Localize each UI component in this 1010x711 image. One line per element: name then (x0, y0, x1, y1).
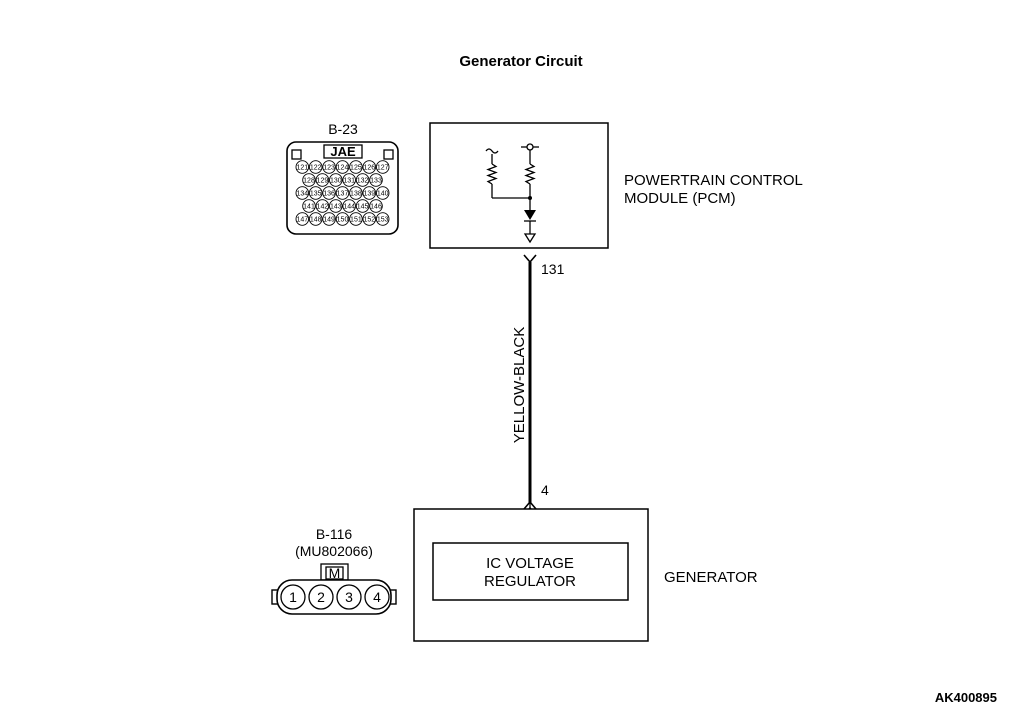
b23-pin-label: 122 (310, 165, 322, 172)
b23-pin-circle (329, 173, 343, 187)
b23-pin-circle (335, 186, 350, 200)
pcm-terminal-number: 131 (541, 261, 565, 277)
b23-pin-label: 147 (296, 217, 308, 224)
b23-pin-label: 130 (330, 178, 342, 185)
b23-pin-label: 125 (350, 165, 362, 172)
b23-pin-label: 143 (330, 204, 342, 211)
b23-pin-circle (355, 199, 370, 213)
generator-terminal-number: 4 (541, 482, 549, 498)
connector-b116-id: B-116 (316, 526, 353, 542)
b23-pin-label: 136 (323, 191, 335, 198)
regulator-label-line1: IC VOLTAGE (486, 555, 574, 572)
b23-pin-label: 137 (337, 191, 349, 198)
pcm-internal-circuit (485, 143, 539, 244)
b116-pin-circle (308, 584, 334, 610)
b23-pin-circle (322, 212, 336, 226)
b23-pin-circle (355, 173, 370, 187)
b23-pin-circle (322, 160, 336, 174)
b23-pin-label: 144 (343, 204, 355, 211)
connector-b23-id: B-23 (328, 121, 358, 137)
b23-pin-circle (335, 212, 350, 226)
connector-b23-maker: JAE (330, 144, 356, 159)
connector-b116: B-116 (MU802066) M 1 2 3 4 (271, 526, 397, 615)
b116-pin-circle (280, 584, 306, 610)
b23-pin-label: 141 (303, 204, 315, 211)
b23-pin-label: 152 (363, 217, 375, 224)
b23-pin-circle (308, 212, 323, 226)
b23-pin-circle (362, 186, 377, 200)
pcm-module: POWERTRAIN CONTROL MODULE (PCM) (429, 122, 803, 249)
b23-pin-label: 148 (310, 217, 322, 224)
b23-pin-circle (295, 212, 310, 226)
b23-pin-label: 139 (363, 191, 375, 198)
b116-pin-circle (364, 584, 390, 610)
generator-label: GENERATOR (664, 569, 758, 586)
b23-pin-circle (315, 173, 330, 187)
ic-voltage-regulator-box (432, 542, 629, 601)
b23-pin-circle (362, 160, 377, 174)
b23-pin-circle (349, 160, 363, 174)
regulator-label-line2: REGULATOR (484, 573, 576, 590)
b23-pin-circle (362, 212, 377, 226)
b23-pin-circle (335, 160, 350, 174)
b23-pin-label: 123 (323, 165, 335, 172)
b23-pin-circle (329, 199, 343, 213)
b23-pin-label: 129 (317, 178, 329, 185)
b23-pin-circle (295, 186, 310, 200)
b23-pin-label: 138 (350, 191, 362, 198)
b23-pin-circle (302, 199, 316, 213)
diagram-title: Generator Circuit (459, 53, 582, 70)
b116-pin-label: 4 (373, 589, 381, 605)
b23-pin-circle (322, 186, 336, 200)
b23-pin-label: 131 (343, 178, 355, 185)
figure-code: AK400895 (935, 690, 997, 705)
b23-pin-label: 133 (370, 178, 382, 185)
b23-pin-circle (315, 199, 330, 213)
b23-pin-circle (375, 160, 390, 174)
b23-pin-label: 153 (377, 217, 389, 224)
b23-pin-label: 134 (296, 191, 308, 198)
b23-pin-circle (349, 212, 363, 226)
b23-pin-label: 140 (377, 191, 389, 198)
connector-b116-pins: 1 2 3 4 (280, 584, 390, 610)
b23-pin-label: 121 (296, 165, 308, 172)
b23-pin-label: 132 (357, 178, 369, 185)
connector-b116-mark: M (329, 565, 341, 581)
b23-pin-circle (342, 199, 356, 213)
connector-b116-part: (MU802066) (295, 543, 373, 559)
b23-pin-circle (342, 173, 356, 187)
b23-pin-circle (349, 186, 363, 200)
b23-pin-circle (375, 212, 390, 226)
pcm-box (429, 122, 609, 249)
b23-pin-label: 146 (370, 204, 382, 211)
b23-pin-label: 127 (377, 165, 389, 172)
b23-pin-circle (302, 173, 316, 187)
b23-pin-label: 135 (310, 191, 322, 198)
b116-pin-label: 2 (317, 589, 325, 605)
pcm-label-line2: MODULE (PCM) (624, 190, 736, 207)
b23-pin-circle (308, 186, 323, 200)
b23-pin-circle (308, 160, 323, 174)
pcm-label-line1: POWERTRAIN CONTROL (624, 172, 803, 189)
b23-pin-circle (295, 160, 310, 174)
b23-pin-circle (369, 173, 383, 187)
b23-pin-label: 145 (357, 204, 369, 211)
b116-pin-label: 1 (289, 589, 297, 605)
b23-pin-label: 142 (317, 204, 329, 211)
b23-pin-circle (375, 186, 390, 200)
b23-pin-label: 149 (323, 217, 335, 224)
b116-pin-circle (336, 584, 362, 610)
b116-pin-label: 3 (345, 589, 353, 605)
b23-pin-label: 128 (303, 178, 315, 185)
b23-pin-label: 124 (337, 165, 349, 172)
b23-pin-circle (369, 199, 383, 213)
b23-pin-label: 150 (337, 217, 349, 224)
b23-pin-label: 151 (350, 217, 362, 224)
wire-color-label: YELLOW-BLACK (511, 327, 528, 443)
generator: IC VOLTAGE REGULATOR GENERATOR (413, 508, 758, 642)
b23-pin-label: 126 (363, 165, 375, 172)
